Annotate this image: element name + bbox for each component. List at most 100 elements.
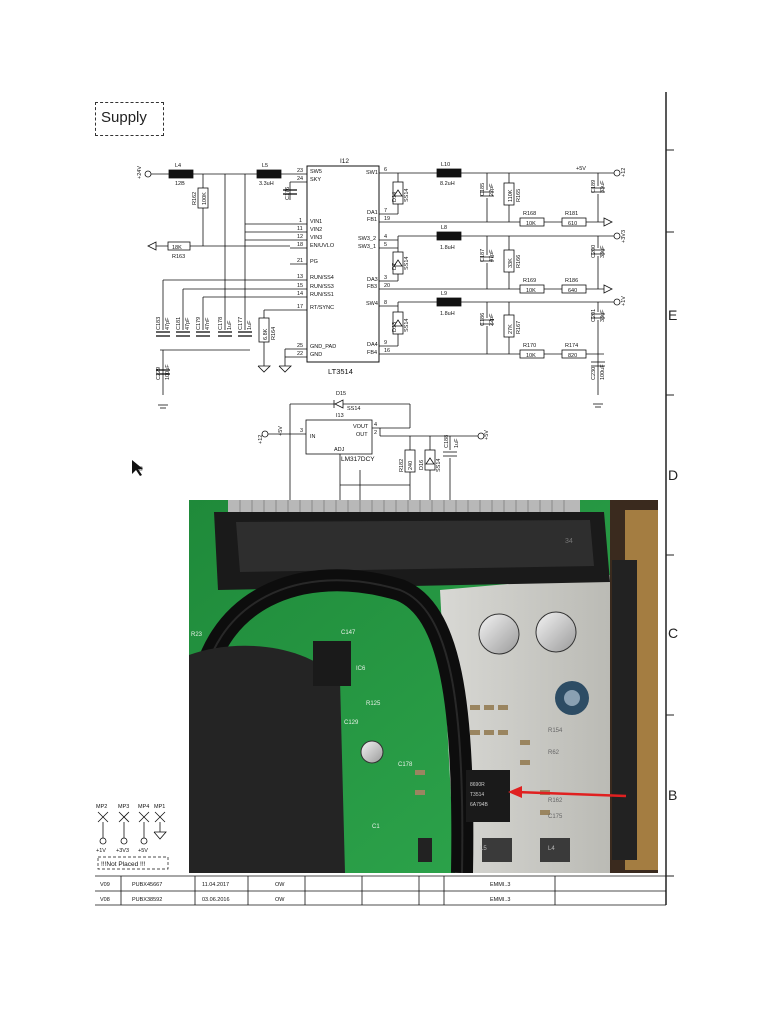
ic-pin-num: 17 (297, 304, 303, 310)
ic-pin-name: SW5 (310, 169, 322, 175)
photo-pcb-label: R154 (548, 728, 563, 734)
ic-pin-num: 11 (297, 226, 303, 232)
ic-pin-name: DA4 (367, 342, 378, 348)
ic-pin-num: 12 (297, 234, 303, 240)
c187-value: 47pF (489, 249, 495, 262)
ic-pin-name: SW4 (366, 301, 378, 307)
ic-pin-name: FB4 (367, 350, 377, 356)
connector-mp2 (97, 811, 109, 845)
ic-pin-name: RT/SYNC (310, 305, 334, 311)
c183-value: 47pF (165, 317, 171, 330)
regulator-pin-out: OUT (356, 432, 368, 438)
ic-pin-num: 25 (297, 343, 303, 349)
photo-pcb-label: R125 (366, 701, 381, 707)
ic-pin-num: 16 (384, 348, 390, 354)
ic-pin-name: DA3 (367, 277, 378, 283)
ic-pin-name: EN/UVLO (310, 243, 335, 249)
r181-value: 610 (568, 221, 577, 227)
c178-value: 1uF (227, 320, 233, 330)
c185-value: 22pF (489, 183, 495, 196)
r163-ref: R163 (172, 254, 185, 260)
d15-ref: D15 (336, 391, 346, 397)
r170-ref: R170 (523, 343, 536, 349)
connector-mp1 (153, 811, 167, 840)
ic-pin-name: PG (310, 259, 318, 265)
ic-pin-num: 8 (384, 300, 387, 306)
revision-row: V08 PUBX38592 03.06.2016 OW EMMI..3 (100, 897, 510, 903)
net-out3: +1V (621, 296, 627, 306)
output-3-section (392, 297, 621, 408)
border-letter-d: D (668, 467, 678, 483)
c178-ref: C178 (218, 317, 224, 330)
photo-pcb-label: C178 (398, 762, 413, 768)
ic-pin-num: 3 (384, 275, 387, 281)
c177-ref: C177 (238, 317, 244, 330)
r162-value: 100K (202, 192, 208, 205)
ic-pin-name: VIN3 (310, 235, 322, 241)
photo-pcb-label: C1 (372, 824, 380, 830)
revision-row: V09 PUBX45667 11.04.2017 OW EMMI..3 (100, 882, 510, 888)
photo-pcb-label: R162 (548, 798, 563, 804)
output-2-section (392, 231, 621, 294)
ic-pin-num: 6 (384, 167, 387, 173)
d7-ref: D7 (392, 263, 398, 270)
d14-ref: D14 (392, 192, 398, 202)
c186-ref: C186 (480, 313, 486, 326)
l4-value: 12B (175, 181, 185, 187)
ic-pin-num: 22 (297, 351, 303, 357)
c200-value: 33uF (600, 245, 606, 258)
r163-value: 18K (172, 245, 182, 251)
d16-value: SS14 (436, 459, 442, 472)
net-reg-in2: +5V (278, 426, 284, 436)
r182-ref: R182 (399, 459, 405, 472)
revision-cell: 11.04.2017 (202, 882, 229, 888)
r167-value: 27K (508, 324, 514, 334)
main-ic-ref: I12 (340, 158, 349, 165)
r165-ref: R165 (516, 189, 522, 202)
d13-value: SS14 (404, 319, 410, 332)
ic-pin-name: RUN/SS4 (310, 275, 334, 281)
ic-pin-num: 23 (297, 168, 303, 174)
revision-cell: OW (275, 897, 285, 903)
regulator-pin2: 2 (374, 430, 377, 436)
l5-value: 3.3uH (259, 181, 274, 187)
ic-pin-name: SKY (310, 177, 321, 183)
photo-chip-text: 6A794B (470, 802, 488, 808)
r174-value: 820 (568, 353, 577, 359)
r174-ref: R174 (565, 343, 578, 349)
photo-pcb-label: C129 (344, 720, 359, 726)
c229-ref: C229 (156, 367, 162, 380)
regulator-pin3: 3 (300, 428, 303, 434)
photo-connector-text: 34 (565, 538, 573, 545)
r166-ref: R166 (516, 255, 522, 268)
revision-cell: EMMI..3 (490, 897, 510, 903)
regulator-pin-adj: ADJ (334, 447, 345, 453)
c201-value: 33uF (600, 309, 606, 322)
r182-value: 240 (408, 461, 414, 470)
l8-value: 1.8uH (440, 245, 455, 251)
l9-ref: L9 (441, 291, 447, 297)
sheet-border: E D C B (665, 92, 678, 905)
r166-value: 33K (508, 258, 514, 268)
main-ic: I12 LT3514 SW5 SKY VIN1 VIN2 VIN3 EN/UVL… (290, 158, 398, 376)
output-1-section (392, 168, 621, 227)
ic-pin-name: DA1 (367, 210, 378, 216)
net-reg-in: +12 (258, 435, 264, 444)
photo-pcb-label: IC6 (356, 666, 366, 672)
ic-pin-num: 7 (384, 208, 387, 214)
photo-chip-text: T3514 (470, 792, 484, 798)
revision-cell: PUBX45667 (132, 882, 162, 888)
c229-value: 100uF (165, 364, 171, 380)
ic-pin-num: 14 (297, 291, 303, 297)
regulator-part: LM317DCY (341, 456, 375, 463)
ic-pin-num: 20 (384, 283, 390, 289)
connector-mp2-net: +1V (96, 848, 106, 854)
border-letter-c: C (668, 625, 678, 641)
pcb-photo: 34 8690R T3514 6A794B (189, 500, 658, 873)
c176-ref: C176 (285, 187, 291, 200)
r186-value: 640 (568, 288, 577, 294)
c185-ref: C185 (480, 183, 486, 196)
c230-ref: C230 (591, 367, 597, 380)
not-placed-frame (97, 856, 169, 870)
ic-pin-name: SW3_2 (358, 236, 376, 242)
